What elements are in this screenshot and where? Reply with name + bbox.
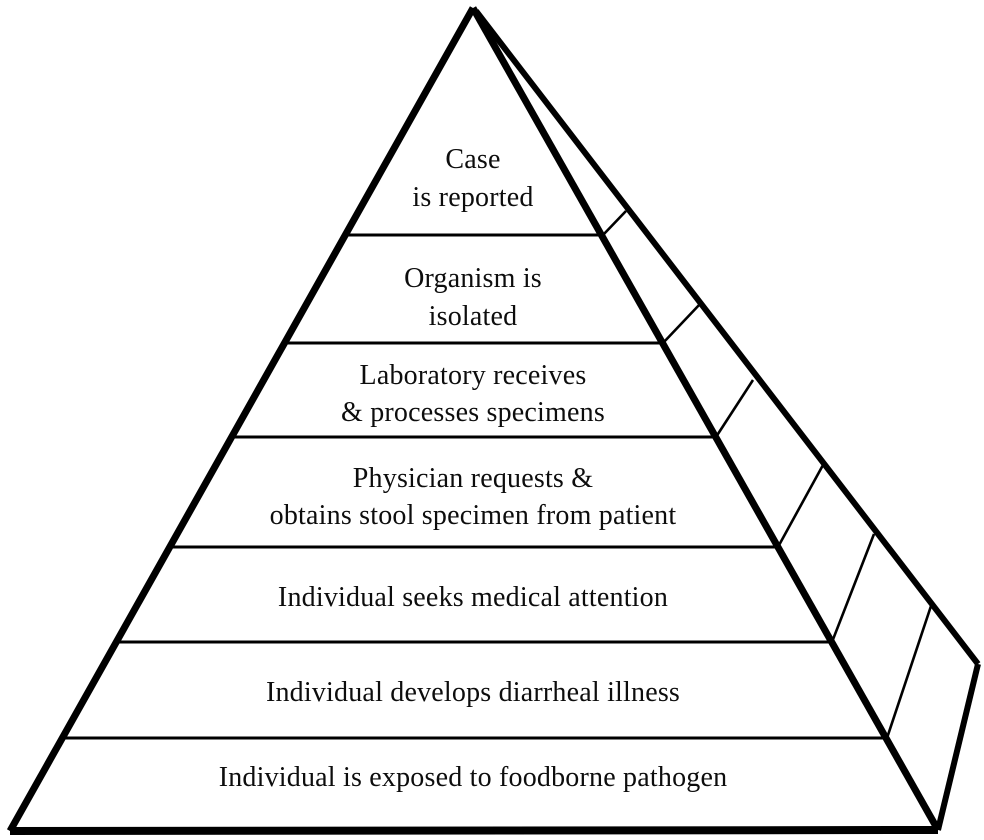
side-division-3 — [714, 379, 755, 438]
level-4-label-line-1: Physician requests & — [353, 463, 593, 494]
level-1-label-line-1: Case — [445, 144, 500, 175]
base-edge — [9, 826, 939, 835]
level-5-label: Individual seeks medical attention — [278, 582, 668, 613]
level-2-label-line-2: isolated — [429, 301, 518, 332]
level-labels: Case is reported Organism is isolated La… — [219, 144, 728, 793]
side-division-4 — [776, 464, 825, 548]
side-division-1 — [602, 210, 627, 236]
side-division-5 — [830, 533, 876, 643]
side-bottom-edge — [935, 663, 981, 831]
side-division-6 — [885, 605, 933, 739]
side-face-divisions — [602, 210, 933, 739]
front-left-edge — [6, 6, 477, 833]
level-3-label-line-1: Laboratory receives — [360, 360, 587, 391]
level-1-label-line-2: is reported — [412, 182, 533, 213]
level-6-label: Individual develops diarrheal illness — [266, 677, 680, 708]
side-division-2 — [662, 303, 701, 344]
back-right-edge — [473, 9, 981, 666]
level-3-label-line-2: & processes specimens — [341, 397, 605, 428]
level-4-label-line-2: obtains stool specimen from patient — [270, 500, 677, 531]
front-right-edge — [469, 6, 942, 832]
level-7-label: Individual is exposed to foodborne patho… — [219, 762, 728, 793]
level-boundaries — [62, 233, 887, 740]
level-2-label-line-1: Organism is — [404, 263, 542, 294]
pyramid-outline — [6, 6, 981, 835]
